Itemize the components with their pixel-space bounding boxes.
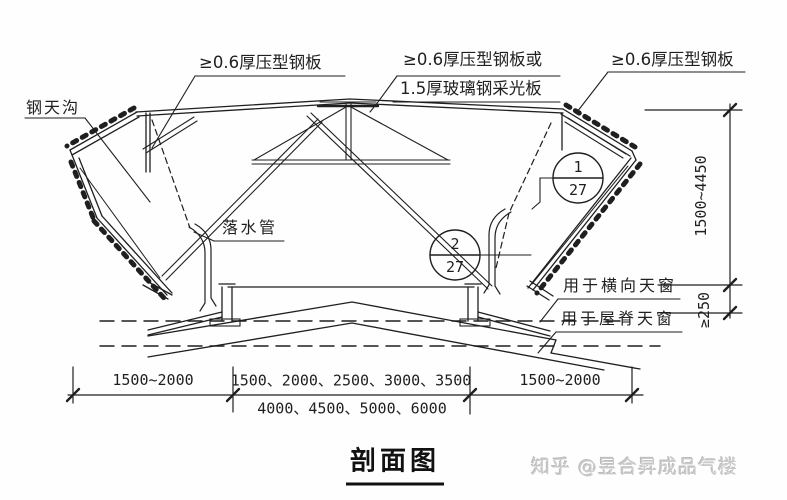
callout-ridge-skylight: 用于屋脊天窗: [561, 309, 676, 328]
detail-bubble-circles: [429, 152, 604, 281]
main-roof-lines: [99, 301, 661, 371]
callout-top-middle-steel-sheet-or: ≥0.6厚压型钢板或: [403, 50, 543, 69]
eave-frame-members: [142, 112, 627, 173]
watermark-text: 知乎 @昱合昇成品气楼: [531, 456, 739, 478]
dimension-bottom-middle-row2: 4000、4500、5000、6000: [257, 399, 447, 418]
dimension-bottom-right: 1500~2000: [519, 371, 601, 389]
detail-bubble-1-number: 1: [573, 158, 583, 176]
leader-lines: [24, 71, 746, 354]
dimension-bottom-left: 1500~2000: [112, 371, 194, 389]
detail-bubble-2-number: 2: [450, 235, 460, 253]
callout-top-middle-frp-daylight-panel: 1.5厚玻璃钢采光板: [400, 79, 542, 98]
callout-top-left-steel-sheet: ≥0.6厚压型钢板: [199, 53, 322, 72]
detail-bubble-1-sheet: 27: [568, 181, 588, 199]
monitor-top-roof: [135, 98, 564, 117]
callout-steel-gutter: 钢天沟: [26, 98, 81, 117]
callout-top-right-steel-sheet: ≥0.6厚压型钢板: [611, 50, 734, 69]
inclined-braces: [161, 112, 493, 290]
left-corrugated-panel: [64, 105, 173, 301]
bottom-dimension-lines: [65, 366, 644, 415]
detail-bubble-2-sheet: 27: [445, 258, 465, 276]
drawing-title: 剖面图: [345, 441, 445, 486]
dimension-right-offset: ≥250: [695, 291, 713, 329]
dimension-bottom-middle-row1: 1500、2000、2500、3000、3500: [230, 371, 472, 390]
callout-downpipe: 落水管: [222, 218, 278, 237]
callout-transverse-skylight: 用于横向天窗: [563, 276, 678, 295]
dimension-right-height: 1500~4450: [692, 155, 710, 237]
right-dimension-lines: [644, 102, 743, 321]
